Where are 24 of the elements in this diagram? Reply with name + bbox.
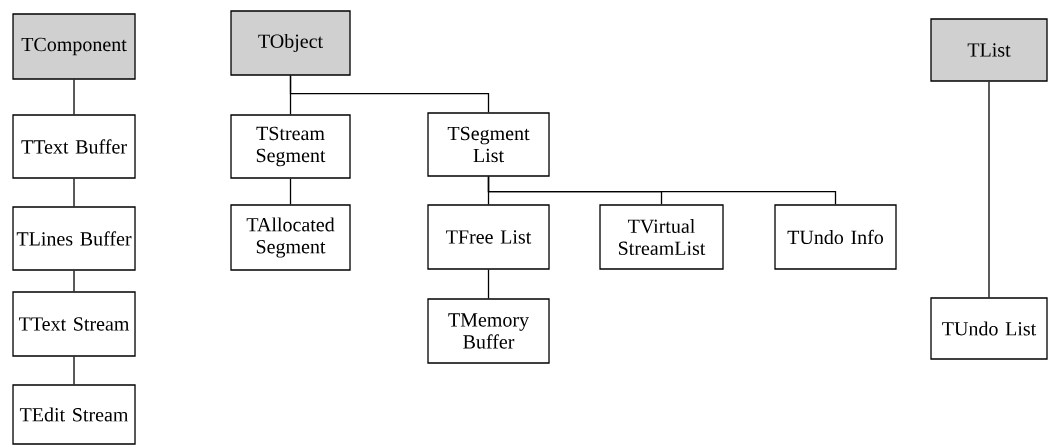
- connector-line: [73, 356, 75, 385]
- connector-line: [988, 81, 990, 298]
- class-box: TEdit Stream: [12, 384, 136, 445]
- connector-line: [73, 79, 75, 115]
- class-box: TStream Segment: [230, 114, 351, 179]
- class-box: TComponent: [12, 13, 136, 80]
- class-box: TMemory Buffer: [427, 298, 550, 364]
- class-box: TUndo List: [930, 297, 1048, 360]
- connector-line: [73, 270, 75, 292]
- class-box: TUndo Info: [774, 204, 897, 270]
- class-box: TLines Buffer: [12, 206, 136, 271]
- connector-line: [73, 178, 75, 207]
- connector-line: [289, 75, 490, 113]
- class-box: TText Buffer: [12, 114, 136, 179]
- connector-line: [487, 176, 837, 205]
- class-box: TSegment List: [427, 112, 550, 177]
- class-box: TText Stream: [12, 291, 136, 357]
- class-box: TVirtual StreamList: [599, 204, 724, 270]
- connector-line: [289, 178, 292, 205]
- class-box: TAllocated Segment: [230, 204, 351, 271]
- connector-line: [487, 269, 490, 299]
- class-box: TFree List: [427, 204, 550, 270]
- class-box: TList: [930, 18, 1048, 82]
- class-box: TObject: [230, 10, 351, 76]
